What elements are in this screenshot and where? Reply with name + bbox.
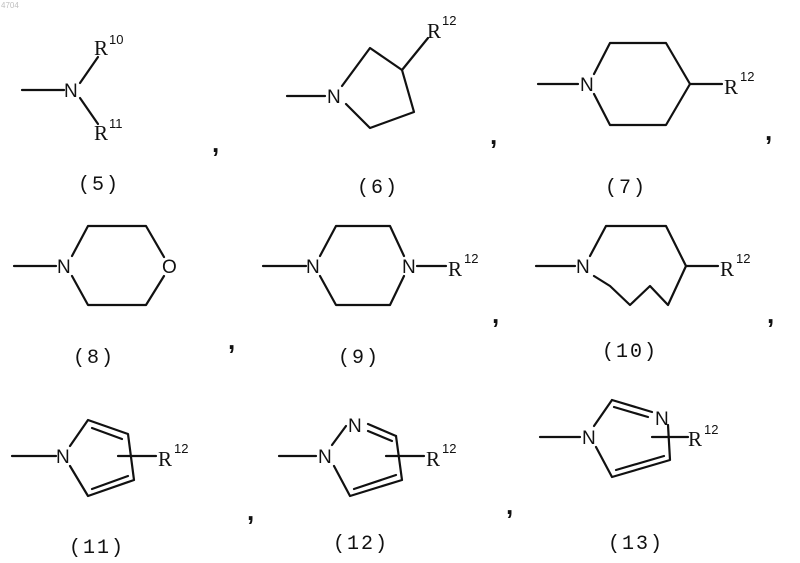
nitrogen-atom: N <box>318 447 332 468</box>
separator-comma: , <box>767 299 774 329</box>
separator-comma: , <box>490 120 497 150</box>
r12-superscript: 12 <box>740 69 754 84</box>
r-group: R <box>724 75 738 99</box>
nitrogen-atom: N <box>402 257 416 278</box>
oxygen-atom: O <box>162 257 177 278</box>
r12-superscript: 12 <box>442 441 456 456</box>
structure-label: (10) <box>602 341 658 364</box>
separator-comma: , <box>492 299 499 329</box>
structure-label: (11) <box>69 537 125 560</box>
r-group: R <box>426 447 440 471</box>
nitrogen-atom: N <box>655 409 669 430</box>
structure-11: N R 12 (11) <box>12 420 188 560</box>
nitrogen-atom: N <box>576 257 590 278</box>
structure-label: (13) <box>608 533 664 556</box>
nitrogen-atom: N <box>582 428 596 449</box>
structure-label: (6) <box>357 177 399 200</box>
nitrogen-atom: N <box>57 257 71 278</box>
r12-superscript: 12 <box>174 441 188 456</box>
r-group: R <box>448 257 462 281</box>
r12-superscript: 12 <box>442 13 456 28</box>
structure-label: (7) <box>605 177 647 200</box>
structure-10: N R 12 (10) <box>536 226 750 364</box>
r-group: R <box>94 121 108 145</box>
structure-6: N R 12 (6) <box>287 13 456 200</box>
r-group: R <box>720 257 734 281</box>
nitrogen-atom: N <box>64 81 78 102</box>
separator-comma: , <box>228 325 235 355</box>
r-group: R <box>94 36 108 60</box>
r12-superscript: 12 <box>704 422 718 437</box>
separator-comma: , <box>247 496 254 526</box>
separator-comma: , <box>212 128 219 158</box>
r10-superscript: 10 <box>109 32 123 47</box>
structure-label: (8) <box>73 347 115 370</box>
r12-superscript: 12 <box>464 251 478 266</box>
structure-5: N R 10 R 11 (5) <box>22 32 123 197</box>
structure-label: (9) <box>338 347 380 370</box>
r12-superscript: 12 <box>736 251 750 266</box>
nitrogen-atom: N <box>56 447 70 468</box>
page-id: 4704 <box>1 1 19 10</box>
nitrogen-atom: N <box>306 257 320 278</box>
nitrogen-atom: N <box>348 416 362 437</box>
structure-8: N O (8) <box>14 226 177 370</box>
structure-7: N R 12 (7) <box>538 43 754 200</box>
nitrogen-atom: N <box>580 75 594 96</box>
r-group: R <box>427 19 441 43</box>
separator-comma: , <box>765 116 772 146</box>
r11-superscript: 11 <box>109 116 123 131</box>
structure-label: (12) <box>333 533 389 556</box>
structure-13: N N R 12 (13) <box>540 400 718 556</box>
r-group: R <box>688 427 702 451</box>
r-group: R <box>158 447 172 471</box>
structure-9: N N R 12 (9) <box>263 226 478 370</box>
separator-comma: , <box>506 490 513 520</box>
nitrogen-atom: N <box>327 87 341 108</box>
structure-label: (5) <box>78 174 120 197</box>
structure-12: N N R 12 (12) <box>279 416 456 556</box>
